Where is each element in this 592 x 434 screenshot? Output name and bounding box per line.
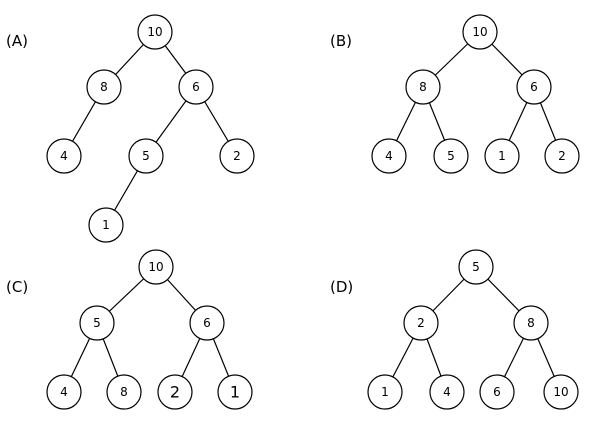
node-value: 10: [472, 25, 487, 39]
panel-b-label: (B): [330, 32, 352, 50]
node-circle: [462, 14, 498, 50]
node-circle: [367, 374, 403, 410]
tree-node-c-2: 2: [157, 374, 193, 410]
node-circle: [543, 374, 579, 410]
node-circle: [219, 138, 255, 174]
tree-node-b-2: 2: [544, 138, 580, 174]
tree-node-c-5: 5: [79, 305, 115, 341]
node-circle: [79, 305, 115, 341]
node-circle: [128, 138, 164, 174]
node-value: 8: [100, 80, 108, 94]
node-circle: [138, 249, 174, 285]
panel-a-label: (A): [6, 32, 28, 50]
tree-node-b-5: 5: [433, 138, 469, 174]
node-circle: [106, 374, 142, 410]
tree-node-a-10: 10: [137, 14, 173, 50]
tree-node-a-8: 8: [86, 69, 122, 105]
tree-node-b-4: 4: [371, 138, 407, 174]
tree-node-a-4: 4: [46, 138, 82, 174]
node-value: 4: [60, 149, 68, 163]
node-value: 4: [385, 149, 393, 163]
edges-layer: [63, 31, 563, 393]
node-circle: [86, 69, 122, 105]
labels-layer: (A) (B) (C) (D): [6, 32, 353, 296]
tree-node-b-10: 10: [462, 14, 498, 50]
panel-d-label: (D): [330, 278, 353, 296]
node-value: 6: [493, 385, 501, 399]
node-value: 5: [472, 260, 480, 274]
node-circle: [46, 138, 82, 174]
node-value: 5: [93, 316, 101, 330]
tree-node-b-6: 6: [516, 69, 552, 105]
panel-c-label: (C): [6, 278, 28, 296]
tree-node-d-5: 5: [458, 249, 494, 285]
tree-node-c-10: 10: [138, 249, 174, 285]
tree-node-b-1: 1: [484, 138, 520, 174]
node-circle: [371, 138, 407, 174]
tree-node-c-4: 4: [46, 374, 82, 410]
tree-node-d-1: 1: [367, 374, 403, 410]
node-circle: [405, 69, 441, 105]
node-value: 1: [498, 149, 506, 163]
tree-node-a-6: 6: [178, 69, 214, 105]
node-value: 1: [102, 218, 110, 232]
node-value: 6: [192, 80, 200, 94]
node-value: 5: [142, 149, 150, 163]
node-value: 10: [147, 25, 162, 39]
tree-node-b-8: 8: [405, 69, 441, 105]
node-circle: [157, 374, 193, 410]
node-value: 10: [148, 260, 163, 274]
node-circle: [429, 374, 465, 410]
node-circle: [484, 138, 520, 174]
node-circle: [189, 305, 225, 341]
node-circle: [458, 249, 494, 285]
node-value: 1: [381, 385, 389, 399]
node-circle: [516, 69, 552, 105]
node-circle: [544, 138, 580, 174]
node-value: 2: [417, 316, 425, 330]
node-value: 4: [60, 385, 68, 399]
tree-node-c-8: 8: [106, 374, 142, 410]
node-value: 8: [120, 385, 128, 399]
node-circle: [433, 138, 469, 174]
tree-node-d-8: 8: [513, 305, 549, 341]
node-circle: [513, 305, 549, 341]
tree-node-c-6: 6: [189, 305, 225, 341]
node-value: 6: [203, 316, 211, 330]
node-value: 1: [230, 383, 240, 402]
tree-node-a-2: 2: [219, 138, 255, 174]
tree-node-d-4: 4: [429, 374, 465, 410]
tree-node-a-1: 1: [88, 207, 124, 243]
node-circle: [479, 374, 515, 410]
tree-node-a-5: 5: [128, 138, 164, 174]
node-circle: [403, 305, 439, 341]
node-value: 6: [530, 80, 538, 94]
tree-node-c-1: 1: [217, 374, 253, 410]
node-circle: [178, 69, 214, 105]
node-value: 5: [447, 149, 455, 163]
node-value: 8: [527, 316, 535, 330]
node-circle: [217, 374, 253, 410]
tree-node-d-2: 2: [403, 305, 439, 341]
tree-node-d-10: 10: [543, 374, 579, 410]
node-value: 10: [553, 385, 568, 399]
node-circle: [88, 207, 124, 243]
node-value: 8: [419, 80, 427, 94]
tree-node-d-6: 6: [479, 374, 515, 410]
node-circle: [46, 374, 82, 410]
node-circle: [137, 14, 173, 50]
node-value: 2: [170, 383, 180, 402]
node-value: 2: [558, 149, 566, 163]
node-value: 2: [233, 149, 241, 163]
node-value: 4: [443, 385, 451, 399]
